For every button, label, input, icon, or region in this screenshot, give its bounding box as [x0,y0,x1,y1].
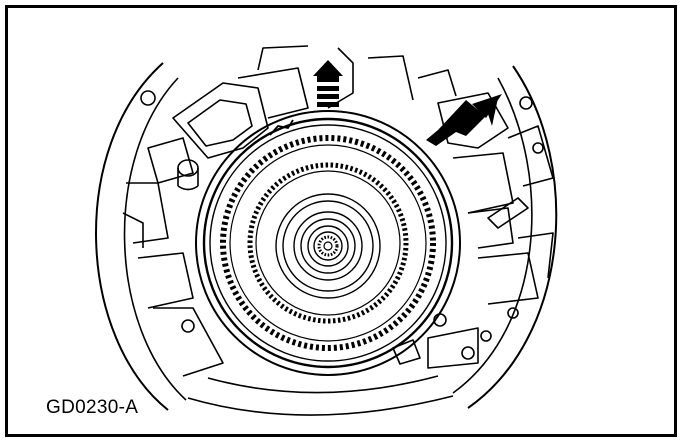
bolt-hole [181,319,195,333]
figure-label: GD0230-A [46,397,139,418]
case-right-inner-arc [452,77,533,394]
transmission-drawing [95,45,558,416]
bolt-hole [140,90,156,106]
bolt-hole [532,142,544,154]
bolt-hole [519,96,533,110]
bore-ring-outer [195,110,461,376]
bore-ring-2 [202,117,454,369]
shaft-spline [317,235,339,257]
snap-ring-gap [269,119,294,136]
case-bottom-contour [187,395,454,416]
arrow-up-dashed-icon [313,60,343,107]
clutch-pack-outer [220,135,436,351]
arrow-diagonal-icon [426,94,502,146]
bolt-hole [461,346,475,360]
case-outer-arc [95,62,169,411]
figure-frame: GD0230-A [5,5,677,437]
bolt-hole [507,307,519,319]
valve-block-upper-left [172,82,269,159]
hub-ring [275,193,381,299]
spline-ring [247,162,409,324]
bolt-hole [480,330,492,342]
case-right-arc [467,65,558,409]
bore-ring-3 [209,124,447,362]
case-inner-arc [123,77,187,401]
